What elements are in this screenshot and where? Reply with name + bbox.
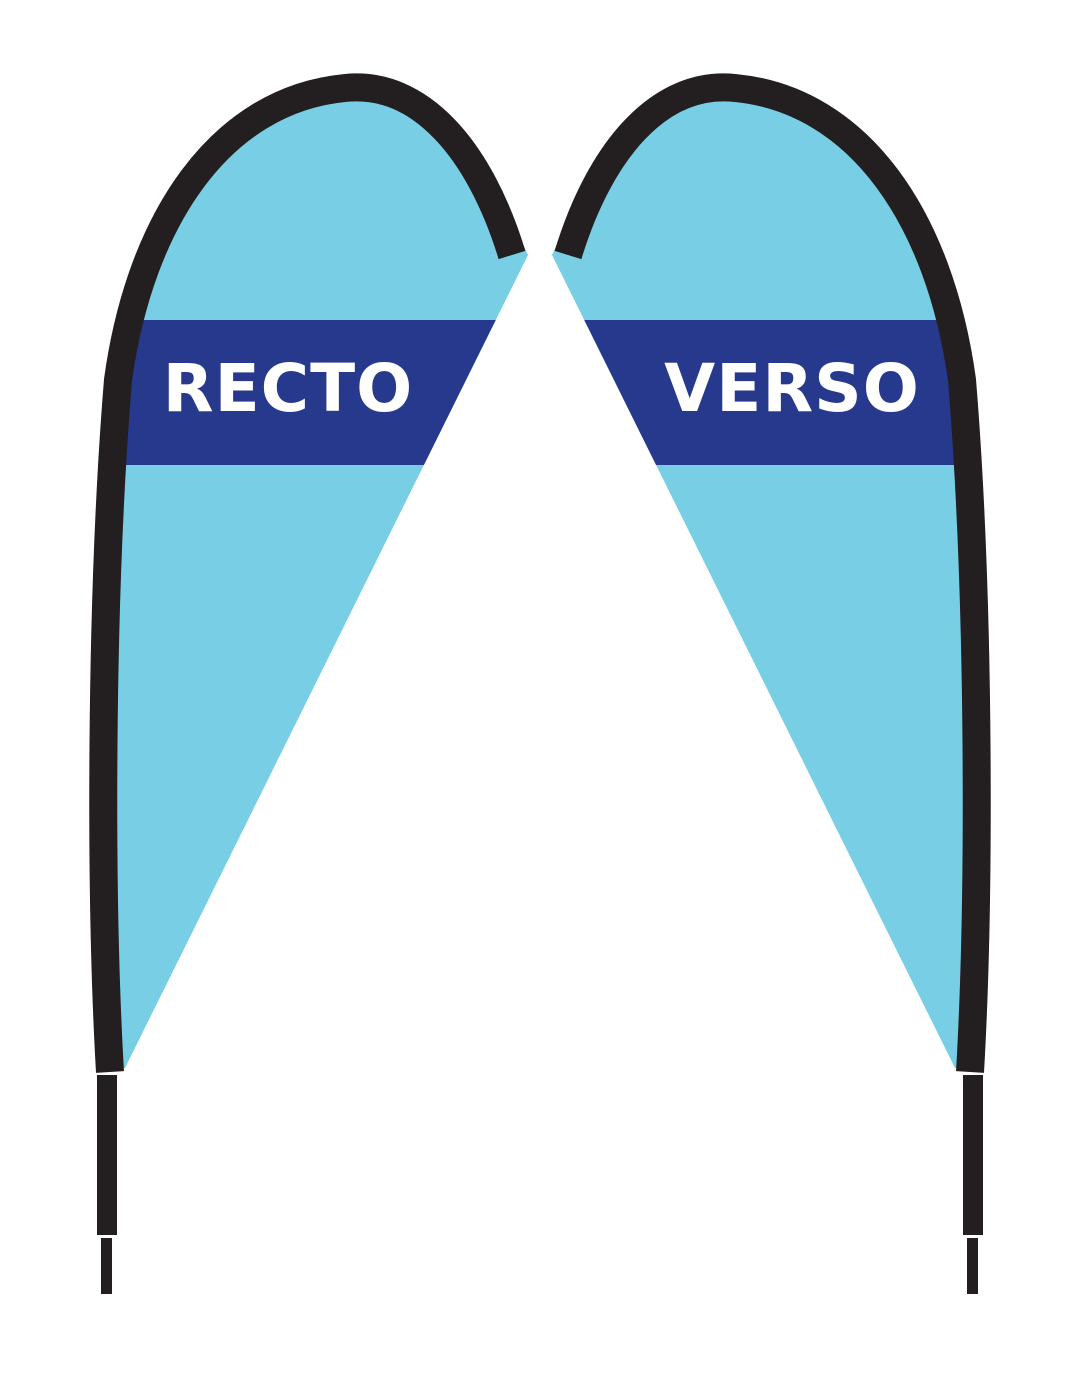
recto-pole: [89, 73, 526, 1073]
verso-pole-lower: [963, 1075, 983, 1235]
verso-pole-tip: [967, 1238, 978, 1294]
verso-pole: [554, 73, 991, 1073]
verso-label: VERSO: [664, 350, 920, 427]
recto-pole-tip: [101, 1238, 112, 1294]
recto-pole-lower: [97, 1075, 117, 1235]
verso-flag: VERSO: [552, 73, 991, 1294]
recto-flag: RECTO: [89, 73, 528, 1294]
recto-label: RECTO: [163, 350, 413, 427]
